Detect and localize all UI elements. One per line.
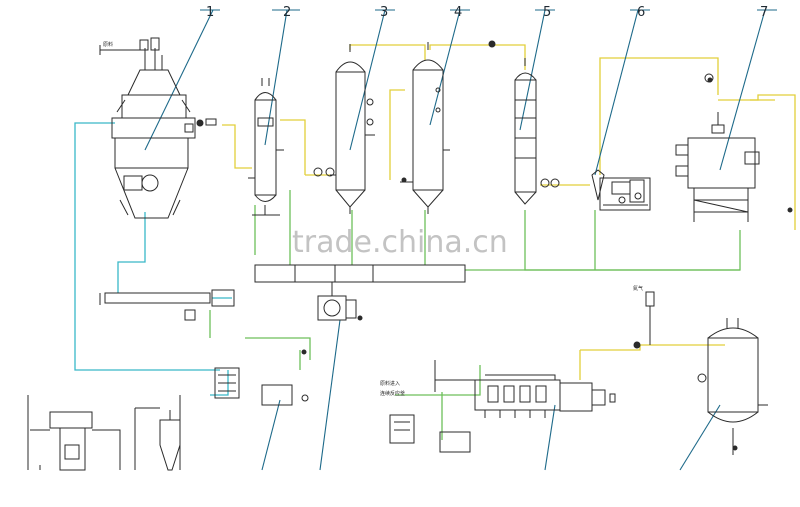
watermark: trade.china.cn <box>292 225 508 260</box>
secondary-control-box <box>439 431 471 453</box>
transfer-pump <box>317 282 357 321</box>
callout-numbers: 1 2 3 4 5 6 7 <box>206 5 768 20</box>
cyan-pipes <box>74 122 232 396</box>
receiver-tank: 氮气 <box>633 285 768 455</box>
storage-box-7 <box>675 73 760 222</box>
control-box <box>261 384 309 406</box>
filter-housing <box>27 395 121 471</box>
yellow-pipes <box>222 44 796 380</box>
svg-text:连续反应釜: 连续反应釜 <box>380 390 405 397</box>
callout-6: 6 <box>637 5 645 20</box>
lower-pump <box>214 367 240 399</box>
svg-text:原料进入: 原料进入 <box>380 380 400 387</box>
heat-exchanger-2 <box>248 78 284 216</box>
valve-symbols <box>196 40 793 451</box>
callout-1: 1 <box>206 5 214 20</box>
callout-2: 2 <box>283 5 291 20</box>
evaporator-column-3 <box>313 44 375 214</box>
callout-4: 4 <box>454 5 462 20</box>
evaporator-column-4 <box>400 42 450 214</box>
packed-column-5 <box>514 58 560 205</box>
header-manifold <box>254 264 466 283</box>
callout-3: 3 <box>380 5 388 20</box>
callout-7: 7 <box>760 5 768 20</box>
cyclone-separator <box>134 395 181 471</box>
reactor-vessel-1: 原料 <box>99 37 196 219</box>
leader-lines <box>144 9 777 471</box>
svg-text:氮气: 氮气 <box>633 285 643 292</box>
compressor-unit-6 <box>591 169 651 211</box>
callout-5: 5 <box>543 5 551 20</box>
screw-conveyor <box>99 289 235 321</box>
green-pipes <box>209 190 741 440</box>
svg-text:原料: 原料 <box>103 41 113 48</box>
secondary-pump <box>389 414 415 444</box>
extruder-machine: 原料进入 连续反应釜 <box>380 360 616 418</box>
